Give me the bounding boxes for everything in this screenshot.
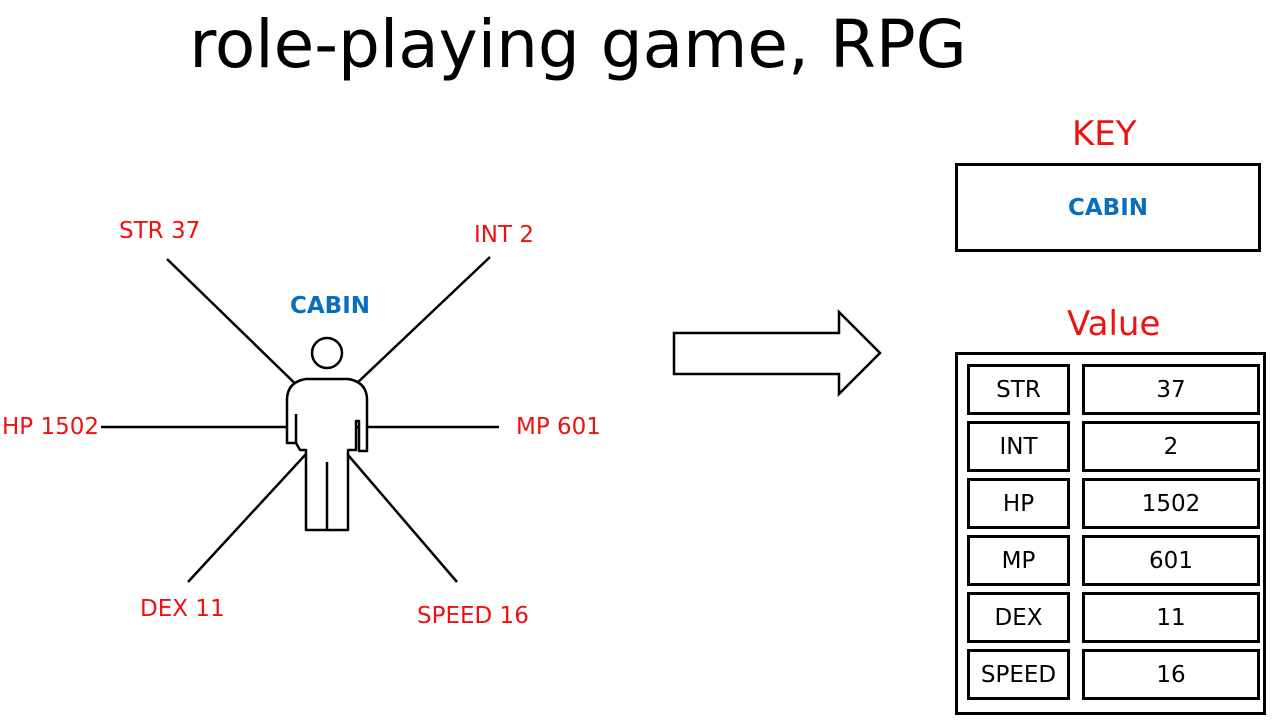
value-table: STR 37 INT 2 HP 1502 MP 601 DEX 11 SPEED… <box>955 352 1266 715</box>
character-name: CABIN <box>290 293 371 319</box>
stat-line-str <box>166 258 312 400</box>
key-heading: KEY <box>1072 114 1137 154</box>
stat-label-mp: MP 601 <box>516 414 601 440</box>
value-row-name: HP <box>967 478 1070 529</box>
value-row-value: 16 <box>1082 649 1260 700</box>
key-value: CABIN <box>1067 194 1149 221</box>
page-title: role-playing game, RPG <box>189 6 967 83</box>
value-row-value: 1502 <box>1082 478 1260 529</box>
value-row-value: 2 <box>1082 421 1260 472</box>
stat-label-str: STR 37 <box>119 218 201 244</box>
value-row-value: 37 <box>1082 364 1260 415</box>
value-row-name: INT <box>967 421 1070 472</box>
stat-label-int: INT 2 <box>474 222 534 248</box>
value-row-name: MP <box>967 535 1070 586</box>
stat-line-int <box>335 256 491 404</box>
stat-line-dex <box>187 440 319 583</box>
value-heading: Value <box>1067 304 1161 344</box>
value-row-name: DEX <box>967 592 1070 643</box>
arrow-right-icon <box>672 308 882 398</box>
value-row-name: SPEED <box>967 649 1070 700</box>
stat-line-speed <box>335 440 458 583</box>
stat-label-speed: SPEED 16 <box>417 603 529 629</box>
stat-label-hp: HP 1502 <box>2 414 100 440</box>
value-row-value: 601 <box>1082 535 1260 586</box>
person-icon <box>285 336 369 532</box>
key-box: CABIN <box>955 163 1261 252</box>
value-row-value: 11 <box>1082 592 1260 643</box>
stat-label-dex: DEX 11 <box>140 596 225 622</box>
value-row-name: STR <box>967 364 1070 415</box>
